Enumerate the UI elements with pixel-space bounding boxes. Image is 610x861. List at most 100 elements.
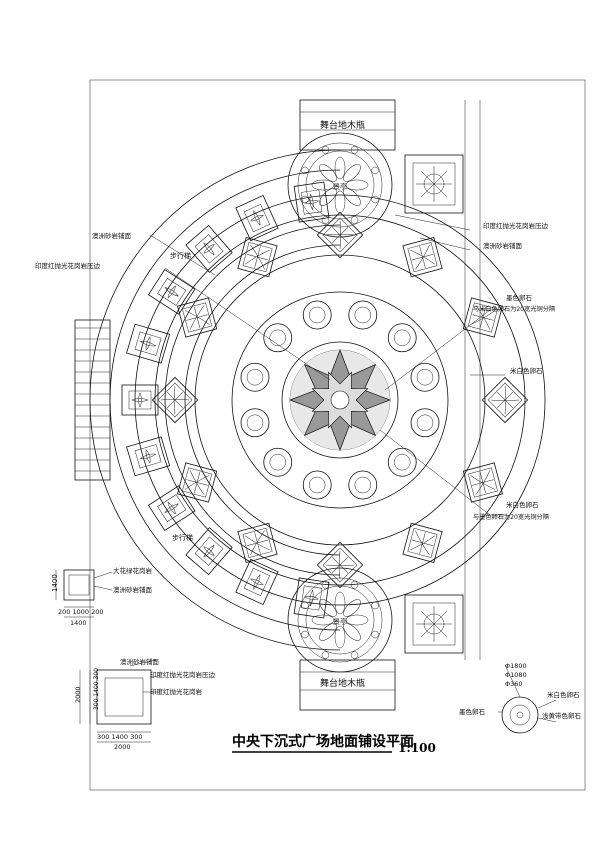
ring-circle-inner bbox=[308, 476, 326, 494]
pavilion-dot bbox=[321, 216, 330, 224]
right-label-5: 米白色卵石 bbox=[510, 366, 543, 375]
arc-tile bbox=[147, 268, 196, 315]
motif-circle bbox=[423, 613, 445, 635]
ring-circle-inner bbox=[393, 453, 411, 471]
ring-circle-inner bbox=[308, 306, 326, 324]
arc-tile bbox=[185, 527, 233, 576]
pavilion-dot bbox=[371, 630, 379, 639]
petal-shape bbox=[319, 623, 337, 641]
motif-ray bbox=[421, 623, 435, 637]
ring-square-tile bbox=[462, 297, 503, 338]
ring-circle bbox=[302, 300, 332, 330]
arc-tile bbox=[185, 224, 233, 273]
center-core bbox=[330, 390, 350, 410]
petal-shape bbox=[319, 599, 337, 617]
detail2-height: 2000 bbox=[74, 686, 82, 703]
pavilion-dot bbox=[350, 146, 359, 154]
petal-shape bbox=[319, 164, 337, 182]
pavilion-dot bbox=[371, 166, 379, 175]
drawing-title: 中央下沉式广场地面铺设平面 bbox=[232, 733, 414, 750]
legend-label-c: 浅黄带色卵石 bbox=[542, 711, 582, 720]
pavilion-dot bbox=[301, 601, 309, 610]
petal-shape bbox=[343, 164, 361, 182]
legend-label-a: 墨色卵石 bbox=[459, 707, 486, 716]
petal-shape bbox=[345, 179, 369, 191]
pavilion-dot bbox=[321, 581, 330, 589]
ring-circle-inner bbox=[269, 329, 287, 347]
pavilion-top-label: 景亭 bbox=[333, 182, 347, 191]
motif-ray bbox=[421, 171, 435, 185]
pebble-legend: Φ1800 Φ1080 Φ360 墨色卵石 米白色卵石 浅黄带色卵石 bbox=[459, 662, 582, 734]
ring-circle-inner bbox=[246, 368, 264, 386]
leader-lines bbox=[149, 214, 505, 516]
ring-circle bbox=[240, 362, 270, 392]
phi-360: Φ360 bbox=[505, 680, 523, 688]
ring-square-tile bbox=[237, 237, 278, 278]
ring-circle-inner bbox=[246, 414, 264, 432]
petal-shape bbox=[343, 623, 361, 641]
detail1-width: 1400 bbox=[70, 619, 87, 627]
stage-bottom-label: 舞台地木瓶 bbox=[320, 677, 365, 689]
ring-square-tile bbox=[402, 237, 443, 278]
pavilion-dot bbox=[301, 195, 309, 204]
petal-shape bbox=[334, 156, 346, 180]
arc-tile bbox=[293, 181, 330, 223]
ring-square-tile bbox=[316, 541, 364, 589]
top-stage: 舞台地木瓶 bbox=[299, 99, 396, 151]
ring-circle bbox=[263, 447, 293, 477]
motif-circle bbox=[423, 173, 445, 195]
ring-square-tile bbox=[237, 522, 278, 563]
ring-square-tile bbox=[177, 462, 218, 503]
right-label-2: 澳洲砂岩铺面 bbox=[483, 241, 523, 250]
arc-tile bbox=[147, 485, 196, 532]
ring-circle bbox=[387, 323, 417, 353]
motif-ray bbox=[433, 623, 447, 637]
ring-circle-inner bbox=[269, 453, 287, 471]
main-plaza-circle bbox=[134, 194, 546, 606]
right-label-3: 墨色卵石 bbox=[506, 293, 533, 302]
arc-tile bbox=[235, 558, 279, 606]
legend-label-b: 米白色卵石 bbox=[547, 690, 580, 699]
right-label-1: 印度红抛光花岗岩压边 bbox=[483, 221, 549, 230]
pavilion-dot bbox=[321, 651, 330, 659]
stage-top-label: 舞台地木瓶 bbox=[320, 119, 365, 131]
detail-1: 1400 200 1000 200 1400 大花绿花岗岩 澳洲砂岩铺面 bbox=[51, 566, 153, 627]
petal-shape bbox=[345, 614, 369, 626]
ring-circle bbox=[263, 323, 293, 353]
ring-square-tile bbox=[481, 376, 529, 424]
ring-square-tile bbox=[177, 297, 218, 338]
ring-circle-inner bbox=[354, 476, 372, 494]
right-label-7: 与墨色卵石为20宽光铜分隔 bbox=[473, 513, 549, 521]
motif-ray bbox=[421, 611, 435, 625]
right-label-6: 米白色卵石 bbox=[506, 500, 539, 509]
ring-circle bbox=[348, 470, 378, 500]
ring-square-tile bbox=[462, 462, 503, 503]
petal-shape bbox=[311, 179, 335, 191]
bottom-stage: 舞台地木瓶 bbox=[299, 659, 396, 711]
pavilion-dot bbox=[321, 146, 330, 154]
step-lower-label: 步行梯 bbox=[172, 533, 193, 542]
detail1-width-parts: 200 1000 200 bbox=[58, 608, 104, 616]
petal-shape bbox=[334, 625, 346, 649]
ring-circle-inner bbox=[393, 329, 411, 347]
bottom-pavilion: 景亭 bbox=[287, 567, 464, 673]
ring-square-tile bbox=[316, 211, 364, 259]
ring-circle bbox=[410, 408, 440, 438]
ring-square-tile bbox=[151, 376, 199, 424]
detail2-width-parts: 300 1400 300 bbox=[97, 733, 143, 741]
ring-circle bbox=[348, 300, 378, 330]
detail2-label-c: 印度红抛光花岗岩 bbox=[150, 687, 203, 696]
pavilion-dot bbox=[350, 216, 359, 224]
detail-2: 2000 300 1400 300 300 1400 300 2000 澳洲砂岩… bbox=[74, 657, 216, 751]
motif-ray bbox=[433, 183, 447, 197]
right-label-4: 与米白色卵石为20宽光铜分隔 bbox=[473, 305, 555, 313]
pavilion-dot bbox=[371, 601, 379, 610]
petal-shape bbox=[334, 190, 346, 214]
ring-circle bbox=[387, 447, 417, 477]
pavilion-dot bbox=[301, 166, 309, 175]
detail2-label-a: 澳洲砂岩铺面 bbox=[120, 657, 160, 666]
motif-ray bbox=[433, 611, 447, 625]
detail1-label-b: 澳洲砂岩铺面 bbox=[113, 585, 153, 594]
pavilion-dot bbox=[350, 581, 359, 589]
ring-circle-inner bbox=[416, 368, 434, 386]
